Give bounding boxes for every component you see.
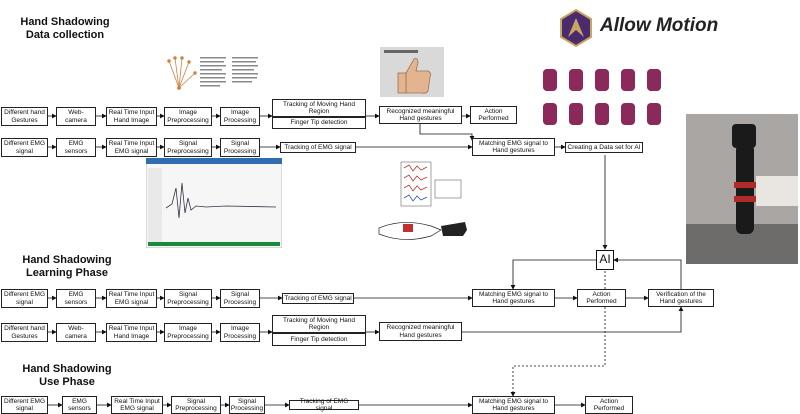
use-input-emg-box: Real Time Input EMG signal (111, 396, 163, 414)
thumbs-up-photo-icon (380, 47, 444, 97)
collection-webcamera-box: Web- camera (56, 107, 96, 126)
title-learning-phase: Hand Shadowing Learning Phase (22, 254, 112, 279)
learning-hand-gestures-box: Different hand Gestures (1, 323, 48, 342)
collection-image-preprocessing-box: Image Preprocessing (164, 107, 212, 126)
logo-text: Allow Motion (600, 15, 719, 36)
learning-tracking-emg-box: Tracking of EMG signal (282, 293, 354, 304)
collection-signal-processing-box: Signal Processing (220, 138, 260, 157)
learning-image-preprocessing-box: Image Preprocessing (164, 323, 212, 342)
collection-input-emg-box: Real Time Input EMG signal (106, 138, 157, 157)
learning-matching-box: Matching EMG signal to Hand gestures (472, 289, 555, 307)
ai-box: AI (596, 250, 614, 270)
learning-action-performed-box: Action Performed (577, 289, 626, 307)
collection-emg-signal-box: Different EMG signal (1, 138, 48, 157)
collection-finger-tip-box: Finger Tip detection (272, 117, 366, 129)
prosthesis-control-diagram-icon (378, 161, 467, 240)
use-emg-sensors-box: EMG sensors (62, 396, 97, 414)
use-tracking-emg-box: Tracking of EMG signal (289, 398, 359, 412)
learning-webcamera-box: Web- camera (56, 323, 96, 342)
allow-motion-logo-icon (560, 8, 592, 48)
use-emg-signal-box: Different EMG signal (1, 396, 48, 414)
learning-input-emg-box: Real Time Input EMG signal (106, 289, 157, 308)
robotic-arm-photo-icon (686, 114, 798, 264)
collection-matching-box: Matching EMG signal to Hand gestures (472, 138, 555, 156)
collection-dataset-box: Creating a Data set for AI (565, 142, 643, 153)
learning-image-processing-box: Image Processing (220, 323, 260, 342)
use-action-performed-box: Action Performed (585, 396, 633, 414)
collection-input-hand-image-box: Real Time Input Hand Image (106, 107, 157, 126)
collection-hand-gestures-box: Different hand Gestures (1, 107, 48, 126)
use-signal-processing-box: Signal Processing (229, 396, 265, 414)
hand-landmark-icon (167, 56, 197, 90)
collection-tracking-hand-region-box: Tracking of Moving Hand Region (272, 99, 366, 117)
collection-tracking-emg-box: Tracking of EMG signal (280, 142, 356, 153)
collection-recognized-gestures-box: Recognized meaningful Hand gestures (379, 106, 462, 124)
collection-image-processing-box: Image Processing (220, 107, 260, 126)
learning-recognized-gestures-box: Recognized meaningful Hand gestures (379, 322, 462, 341)
emg-software-screenshot-icon (146, 158, 282, 248)
title-use-phase: Hand Shadowing Use Phase (22, 363, 112, 388)
collection-signal-preprocessing-box: Signal Preprocessing (164, 138, 212, 157)
glove-gesture-grid-icon (543, 69, 661, 125)
learning-tracking-hand-region-box: Tracking of Moving Hand Region (272, 315, 366, 333)
use-signal-preprocessing-box: Signal Preprocessing (171, 396, 221, 414)
learning-verification-box: Verification of the Hand gestures (648, 289, 714, 307)
learning-finger-tip-box: Finger Tip detection (272, 333, 366, 346)
learning-signal-preprocessing-box: Signal Preprocessing (164, 289, 212, 308)
learning-input-hand-image-box: Real Time Input Hand Image (106, 323, 157, 342)
use-matching-box: Matching EMG signal to Hand gestures (472, 396, 555, 414)
learning-signal-processing-box: Signal Processing (220, 289, 260, 308)
landmark-list-icon (200, 57, 258, 87)
title-data-collection: Hand Shadowing Data collection (20, 16, 110, 41)
collection-action-performed-box: Action Performed (470, 106, 517, 124)
learning-emg-signal-box: Different EMG signal (1, 289, 48, 308)
learning-emg-sensors-box: EMG sensors (56, 289, 96, 308)
collection-emg-sensors-box: EMG sensors (56, 138, 96, 157)
